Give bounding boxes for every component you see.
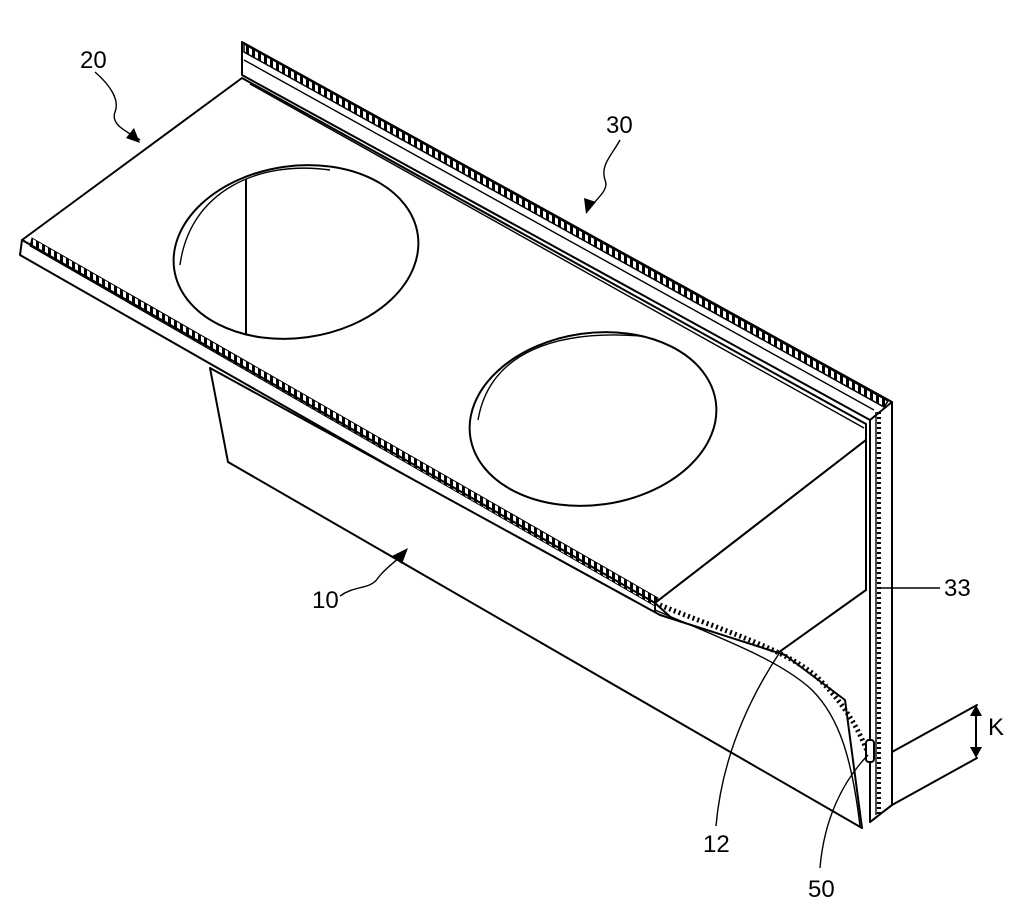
shelf-hole-right: [468, 331, 718, 507]
shelf-hole-left: [172, 164, 420, 340]
front-zipper-curve: [659, 602, 873, 761]
label-30: 30: [606, 112, 633, 139]
shelf-front-zipper: [29, 237, 659, 607]
front-bag-body: [209, 367, 875, 829]
label-33: 33: [944, 575, 971, 602]
label-10: 10: [312, 587, 339, 614]
back-panel-top-zipper: [243, 42, 890, 408]
zipper-slider: [865, 739, 875, 763]
label-K: K: [988, 714, 1004, 741]
label-20: 20: [80, 47, 107, 74]
back-panel: [241, 41, 978, 823]
label-12: 12: [703, 831, 730, 858]
leader-lines: [94, 71, 982, 869]
label-50: 50: [808, 876, 835, 903]
